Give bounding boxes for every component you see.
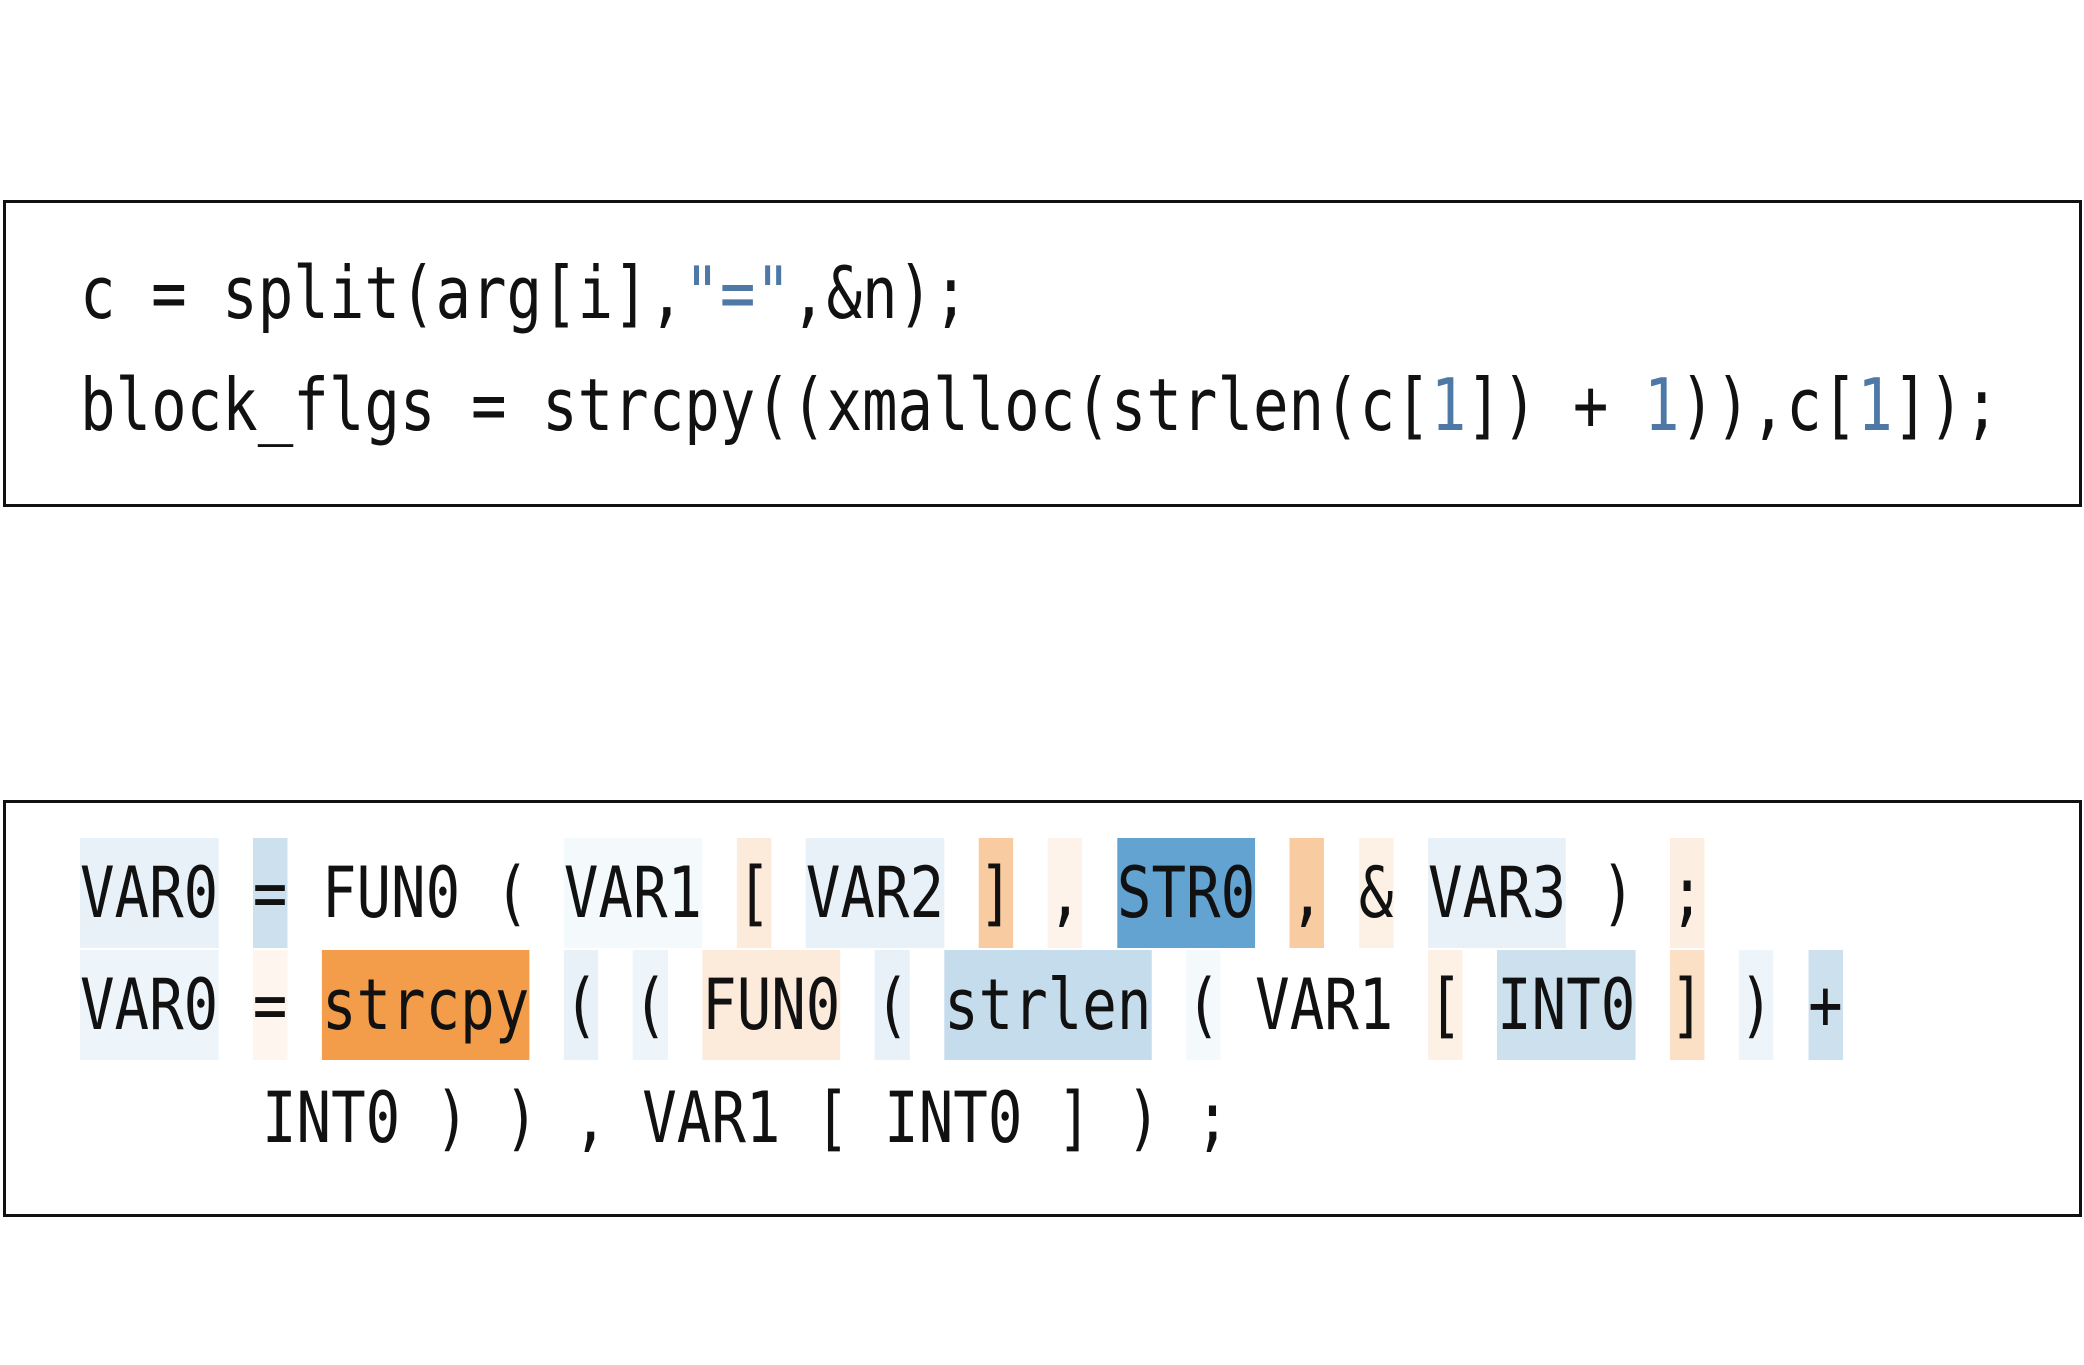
token: ; xyxy=(1195,1077,1230,1159)
token: STR0 xyxy=(1116,838,1256,948)
token: INT0 xyxy=(1497,950,1636,1060)
token: ( xyxy=(633,950,668,1060)
token: FUN0 xyxy=(321,852,461,934)
token: = xyxy=(252,950,288,1060)
token: ( xyxy=(874,950,910,1060)
token: strlen xyxy=(944,950,1152,1060)
token: & xyxy=(1358,838,1394,948)
token: ] xyxy=(1056,1077,1092,1159)
source-line-1: c = split(arg[i],"=",&n); xyxy=(80,238,969,348)
string-literal: 1 xyxy=(1644,363,1680,447)
string-literal: 1 xyxy=(1430,363,1467,447)
token: VAR0 xyxy=(80,950,219,1060)
token: [ xyxy=(1427,950,1463,1060)
token: ; xyxy=(1669,838,1705,948)
token: ( xyxy=(1186,950,1221,1060)
token: VAR1 xyxy=(563,838,703,948)
token: ) xyxy=(503,1077,539,1159)
token: [ xyxy=(815,1077,850,1159)
source-line-2: block_flgs = strcpy((xmalloc(strlen(c[1]… xyxy=(80,350,1999,460)
token: ( xyxy=(494,852,530,934)
token: ( xyxy=(563,950,599,1060)
token: = xyxy=(252,838,288,948)
token: VAR2 xyxy=(805,838,945,948)
token-attribution-panel: VAR0 = FUN0 ( VAR1 [ VAR2 ] , STR0 , & V… xyxy=(3,800,2082,1217)
token-line-2: VAR0 = strcpy ( ( FUN0 ( strlen ( VAR1 [… xyxy=(80,950,1843,1060)
token: VAR1 xyxy=(642,1077,781,1159)
code-text: c = split(arg[i], xyxy=(80,251,685,335)
token: VAR1 xyxy=(1255,964,1394,1046)
token-line-3: INT0 ) ) , VAR1 [ INT0 ] ) ; xyxy=(262,1063,1230,1173)
string-literal: "=" xyxy=(684,251,791,335)
token: VAR0 xyxy=(80,838,219,948)
code-text: ,&n); xyxy=(790,251,969,335)
token: ) xyxy=(1126,1077,1161,1159)
token: , xyxy=(1047,838,1083,948)
token: , xyxy=(573,1077,608,1159)
string-literal: 1 xyxy=(1857,363,1893,447)
token: + xyxy=(1808,950,1843,1060)
token: ) xyxy=(1600,852,1636,934)
token: FUN0 xyxy=(702,950,841,1060)
source-code-panel: c = split(arg[i],"=",&n); block_flgs = s… xyxy=(3,200,2082,507)
code-text: ]) + xyxy=(1466,363,1645,447)
code-text: )),c[ xyxy=(1679,363,1858,447)
token: ) xyxy=(1739,950,1774,1060)
token: strcpy xyxy=(321,950,530,1060)
token: , xyxy=(1289,838,1325,948)
token: INT0 xyxy=(884,1077,1023,1159)
code-text: ]); xyxy=(1892,363,2000,447)
token: VAR3 xyxy=(1427,838,1567,948)
token-line-1: VAR0 = FUN0 ( VAR1 [ VAR2 ] , STR0 , & V… xyxy=(80,838,1705,948)
token: INT0 xyxy=(262,1077,401,1159)
token: ] xyxy=(978,838,1014,948)
code-text: block_flgs = strcpy((xmalloc(strlen(c[ xyxy=(80,363,1431,447)
token: ] xyxy=(1669,950,1705,1060)
token: [ xyxy=(736,838,772,948)
token: ) xyxy=(434,1077,470,1159)
